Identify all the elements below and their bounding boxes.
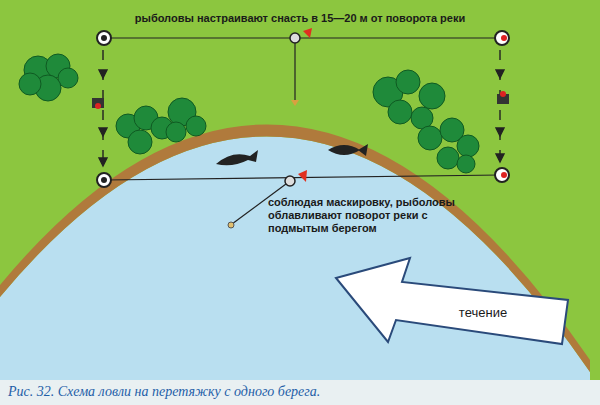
method-note: соблюдая маскировку, рыболовы облавливаю… [268,196,468,236]
river-bank [0,124,590,372]
arrow-outline [336,258,568,344]
grass [0,0,600,380]
arrow-shape [332,256,572,348]
anglers [92,31,509,187]
fish [216,144,368,165]
current-arrow: течение [332,256,572,348]
setup-note: рыболовы настраивают снасть в 15—20 м от… [135,12,465,25]
figure-caption: Рис. 32. Схема ловли на перетяжку с одно… [8,384,320,400]
move-arrows [99,50,504,166]
trees [19,54,479,173]
current-label: течение [459,305,507,320]
